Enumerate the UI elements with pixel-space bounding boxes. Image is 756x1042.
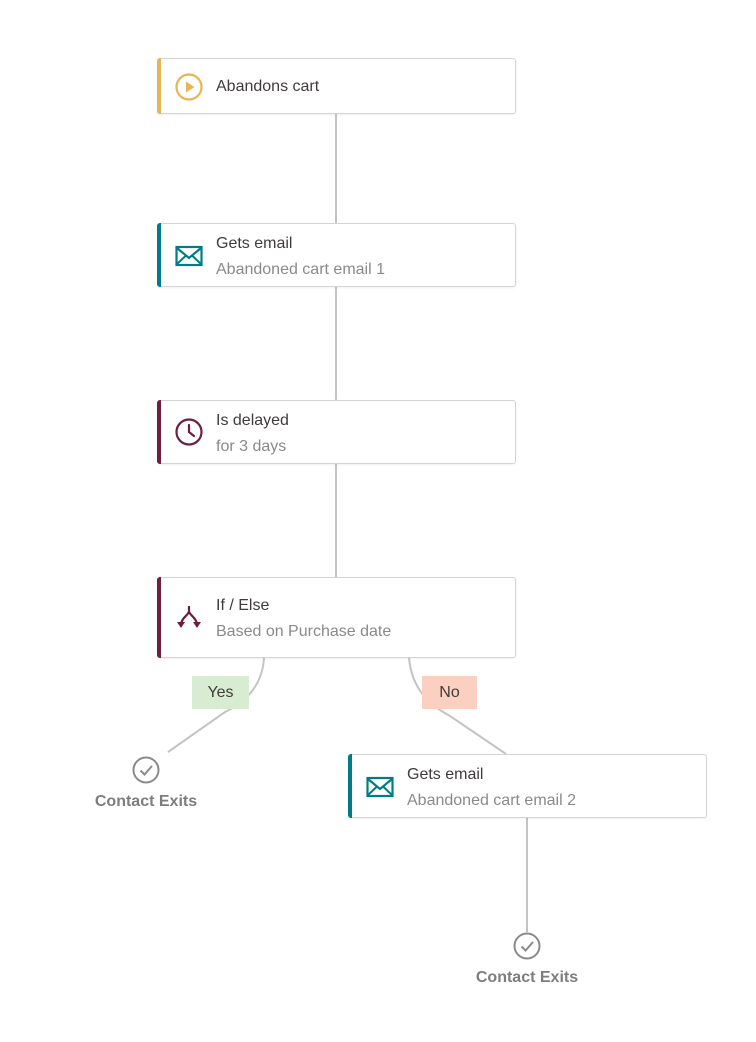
contact-exit-no: Contact Exits xyxy=(467,932,587,987)
if-else-subtitle: Based on Purchase date xyxy=(216,623,392,640)
email-node-subtitle: Abandoned cart email 2 xyxy=(407,792,576,809)
email-accent-bar xyxy=(348,754,352,818)
delay-accent-bar xyxy=(157,400,161,464)
no-branch-label[interactable]: No xyxy=(422,676,477,709)
play-circle-icon xyxy=(175,73,203,101)
contact-exit-label: Contact Exits xyxy=(475,969,579,986)
email-node-title: Gets email xyxy=(407,766,484,783)
if-else-node[interactable]: If / Else Based on Purchase date xyxy=(157,577,516,658)
email-node-1[interactable]: Gets email Abandoned cart email 1 xyxy=(157,223,516,287)
delay-node[interactable]: Is delayed for 3 days xyxy=(157,400,516,464)
email-node-title: Gets email xyxy=(216,235,293,252)
clock-icon xyxy=(175,418,203,446)
email-node-subtitle: Abandoned cart email 1 xyxy=(216,261,385,278)
check-circle-icon xyxy=(513,932,541,960)
yes-branch-label[interactable]: Yes xyxy=(192,676,249,709)
check-circle-icon xyxy=(132,756,160,784)
split-arrows-icon xyxy=(175,603,203,631)
email-accent-bar xyxy=(157,223,161,287)
if-else-title: If / Else xyxy=(216,597,270,614)
email-node-2[interactable]: Gets email Abandoned cart email 2 xyxy=(348,754,707,818)
delay-node-subtitle: for 3 days xyxy=(216,438,287,455)
trigger-accent-bar xyxy=(157,58,161,114)
trigger-title: Abandons cart xyxy=(216,78,320,95)
envelope-icon xyxy=(175,242,203,270)
contact-exit-label: Contact Exits xyxy=(94,793,198,810)
delay-node-title: Is delayed xyxy=(216,412,289,429)
contact-exit-yes: Contact Exits xyxy=(86,756,206,811)
trigger-node[interactable]: Abandons cart xyxy=(157,58,516,114)
envelope-icon xyxy=(366,773,394,801)
condition-accent-bar xyxy=(157,577,161,658)
